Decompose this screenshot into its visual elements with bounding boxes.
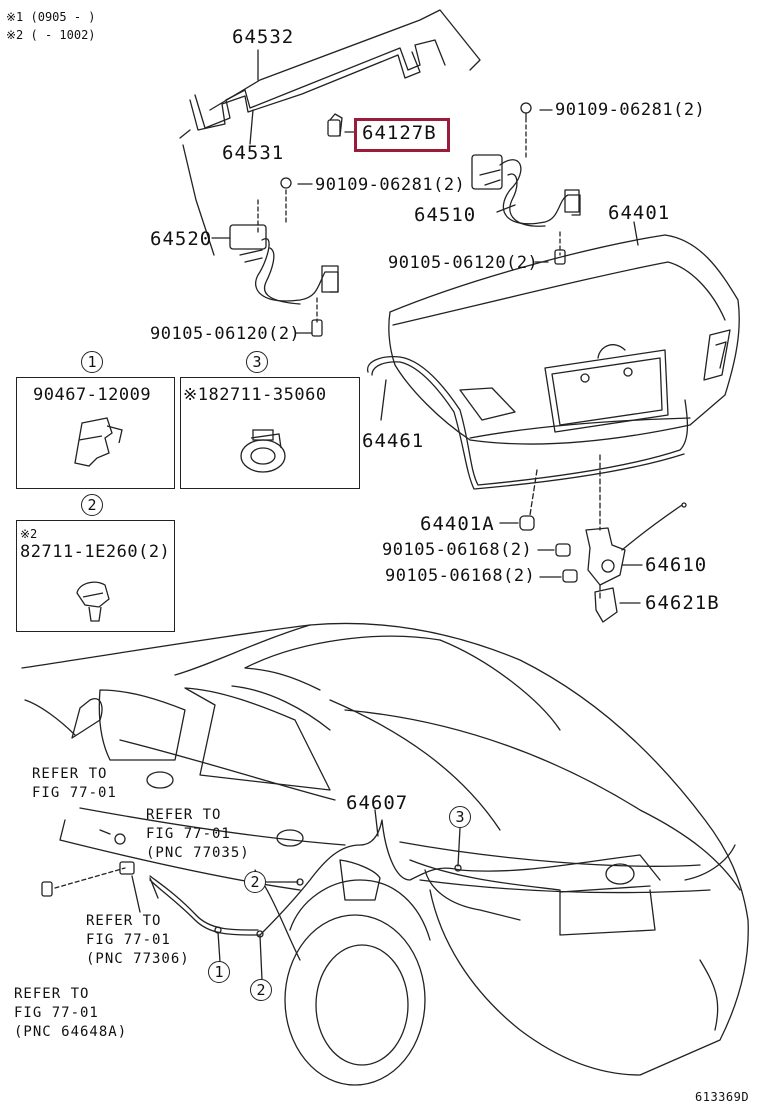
- part-label-64510[interactable]: 64510: [414, 204, 477, 226]
- part-label-64531[interactable]: 64531: [222, 142, 285, 164]
- part-label-64610[interactable]: 64610: [645, 554, 708, 576]
- grommet-icon: [41, 829, 135, 897]
- clip-icon: [74, 417, 123, 467]
- hinge-right-icon: [471, 154, 581, 227]
- part-label-bolt-90109-top-right[interactable]: 90109-06281(2): [555, 100, 706, 120]
- part-label-bolt-90105-06120-right[interactable]: 90105-06120(2): [388, 253, 539, 273]
- torsion-bars: [179, 9, 481, 256]
- leader-64531: [249, 109, 254, 145]
- harness-callout-3: 3: [449, 806, 471, 828]
- bolt-icon: [555, 543, 578, 583]
- inset-part-82711-35060[interactable]: ※182711-35060: [183, 385, 327, 405]
- bumper-64401a-icon: [519, 515, 535, 531]
- part-label-bolt-90109-top-left[interactable]: 90109-06281(2): [315, 175, 466, 195]
- date-note-1: ※1 (0905 - ): [6, 10, 96, 24]
- inset-callout-2: 2: [81, 494, 103, 516]
- part-label-64520[interactable]: 64520: [150, 228, 213, 250]
- trunk-lock-icon: [585, 502, 687, 586]
- clip-icon: [76, 581, 110, 622]
- harness-callout-2a: 2: [244, 871, 266, 893]
- bolt-icon: [520, 102, 566, 265]
- harness-callout-2b: 2: [250, 979, 272, 1001]
- clamp-icon: [240, 429, 286, 473]
- part-label-64461[interactable]: 64461: [362, 430, 425, 452]
- part-label-bolt-90105-06168-b[interactable]: 90105-06168(2): [385, 566, 536, 586]
- harness-callout-1: 1: [208, 961, 230, 983]
- inset-box-1: 90467-12009: [16, 377, 175, 489]
- inset-callout-1: 1: [81, 351, 103, 373]
- inset-part-90467-12009[interactable]: 90467-12009: [33, 385, 152, 405]
- part-label-64127b[interactable]: 64127B: [362, 122, 437, 144]
- part-label-64532[interactable]: 64532: [232, 26, 295, 48]
- inset-box-3: ※182711-35060: [180, 377, 360, 489]
- part-label-bolt-90105-06168-a[interactable]: 90105-06168(2): [382, 540, 533, 560]
- inset-box-2: ※2 82711-1E260(2): [16, 520, 175, 632]
- inset-2-date-mark: ※2: [20, 527, 38, 541]
- hinge-left-icon: [229, 224, 339, 305]
- part-label-64401[interactable]: 64401: [608, 202, 671, 224]
- date-note-2: ※2 ( - 1002): [6, 28, 96, 42]
- clip-64127b-icon: [327, 113, 343, 137]
- part-label-64607[interactable]: 64607: [346, 792, 409, 814]
- highlight-box: [354, 118, 450, 152]
- part-label-64401a[interactable]: 64401A: [420, 513, 495, 535]
- bolt-icon: [280, 177, 323, 337]
- part-label-64621b[interactable]: 64621B: [645, 592, 720, 614]
- car-body-drawing: [21, 622, 749, 1086]
- weatherstrip-icon: [367, 356, 689, 490]
- leader-64401: [633, 221, 639, 246]
- figure-code: 613369D: [695, 1090, 750, 1104]
- part-label-bolt-90105-06120-left[interactable]: 90105-06120(2): [150, 324, 301, 344]
- trunk-lid-drawing: [388, 234, 740, 445]
- bracket-64621b-icon: [594, 587, 618, 623]
- inset-callout-3: 3: [246, 351, 268, 373]
- inset-part-82711-1e260[interactable]: 82711-1E260(2): [20, 542, 171, 562]
